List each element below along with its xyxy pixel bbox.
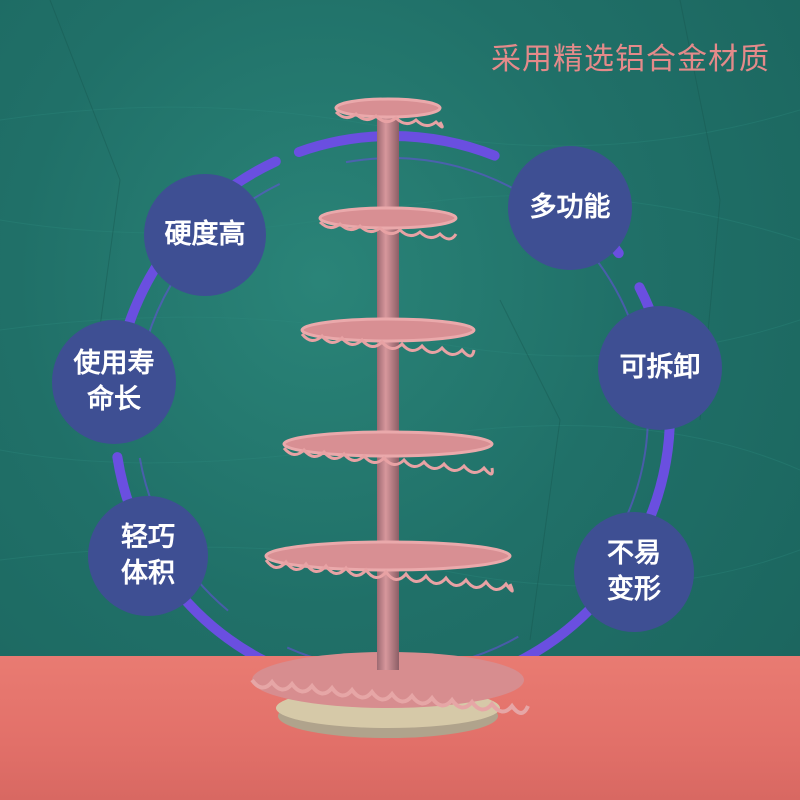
headline: 采用精选铝合金材质 — [491, 42, 770, 77]
feature-no-deform-label: 不易变形 — [607, 538, 661, 605]
feature-hardness-label: 硬度高 — [164, 219, 246, 250]
feature-detachable-label: 可拆卸 — [619, 352, 701, 383]
feature-lightweight-label: 轻巧体积 — [121, 522, 175, 589]
feature-lightweight: 轻巧体积 — [88, 496, 208, 616]
feature-detachable: 可拆卸 — [598, 306, 722, 430]
feature-long-life: 使用寿命长 — [52, 320, 176, 444]
feature-no-deform: 不易变形 — [574, 512, 694, 632]
feature-multi-function-label: 多功能 — [529, 192, 611, 223]
feature-hardness: 硬度高 — [144, 174, 266, 296]
feature-long-life-label: 使用寿命长 — [73, 348, 155, 415]
feature-multi-function: 多功能 — [508, 146, 632, 270]
